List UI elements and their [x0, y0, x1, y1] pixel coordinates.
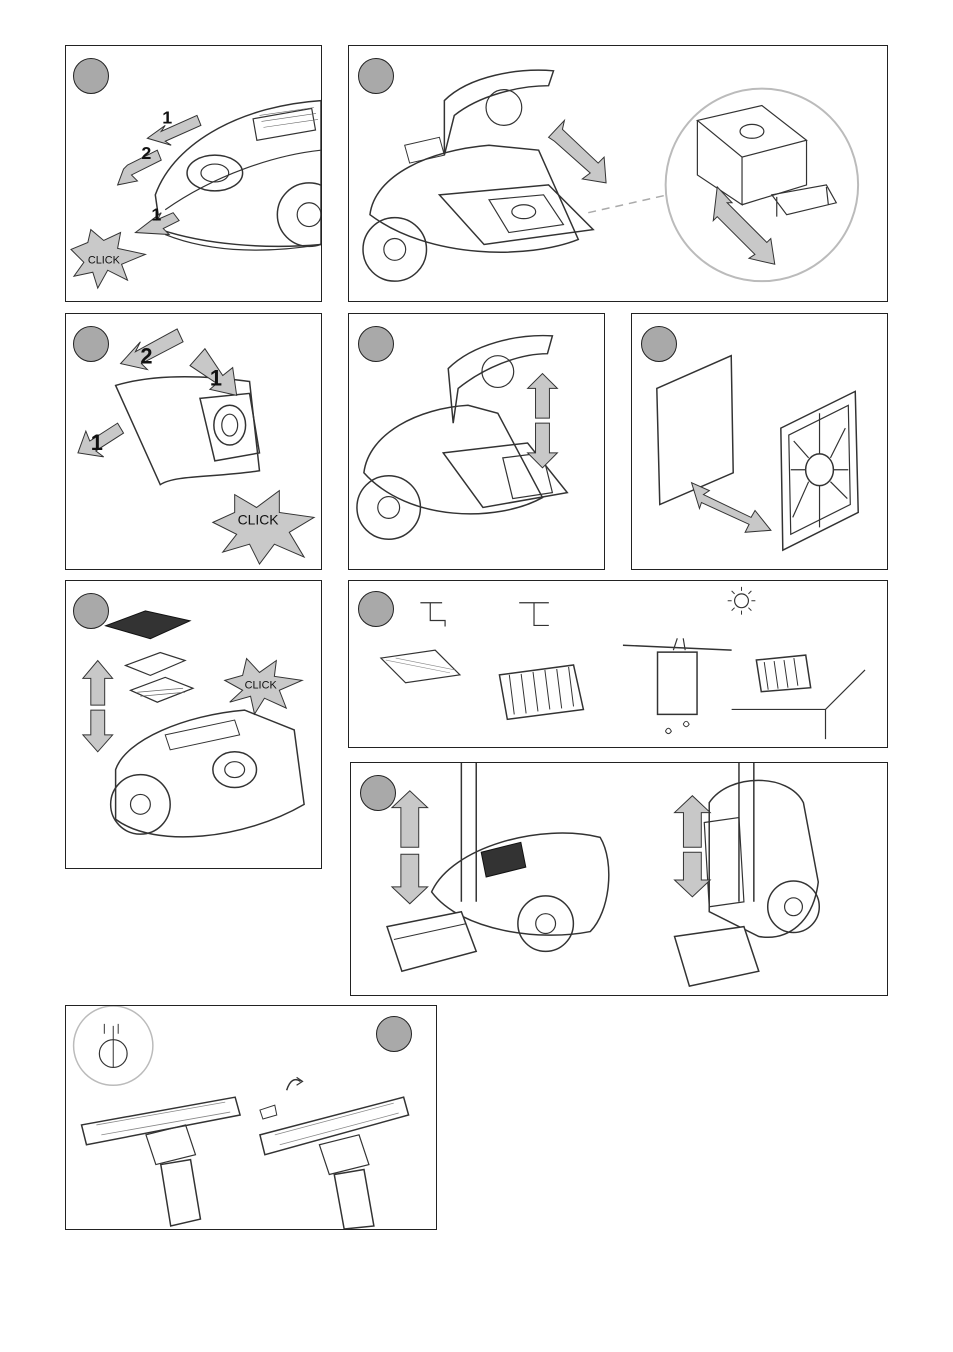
- step-panel-fit-bag: 2 1 1 CLICK: [65, 313, 322, 570]
- step-panel-bag-holder: [348, 45, 888, 302]
- filter-icon: [632, 314, 887, 569]
- step-label: 1: [151, 205, 161, 225]
- step-label: 1: [162, 107, 172, 127]
- sun-icon: [735, 594, 749, 608]
- vacuum-cleaner-icon: [349, 314, 604, 569]
- step-label: 1: [210, 365, 222, 390]
- step-panel-parking: [350, 762, 888, 996]
- vacuum-cleaner-icon: [349, 46, 887, 301]
- step-panel-open-lid: 1 2 1 CLICK: [65, 45, 322, 302]
- step-panel-exhaust-filter: CLICK: [65, 580, 322, 869]
- step-label: 2: [140, 344, 152, 369]
- step-label: 1: [91, 430, 103, 455]
- step-panel-wash-filters: [348, 580, 888, 748]
- step-panel-motor-filter: [631, 313, 888, 570]
- click-label: CLICK: [88, 254, 121, 266]
- step-panel-floor-nozzle: [65, 1005, 437, 1230]
- floor-nozzle-icon: [66, 1006, 436, 1229]
- telescopic-tube-icon: [351, 763, 887, 995]
- step-panel-remove-holder: [348, 313, 605, 570]
- dust-bag-icon: 2 1 1 CLICK: [66, 314, 321, 569]
- click-label: CLICK: [245, 679, 278, 691]
- vacuum-cleaner-icon: 1 2 1 CLICK: [66, 46, 321, 301]
- filter-icon: CLICK: [66, 581, 321, 868]
- click-label: CLICK: [238, 511, 280, 527]
- step-label: 2: [141, 143, 151, 163]
- water-tap-icon: [349, 581, 887, 747]
